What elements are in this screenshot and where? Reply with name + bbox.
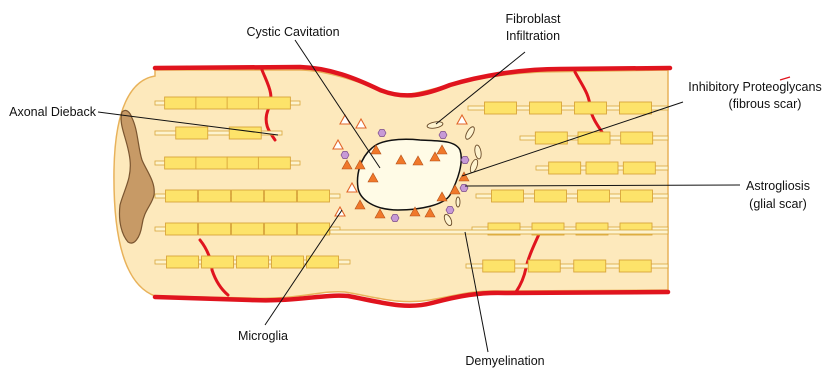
- myelin-sheath: [483, 260, 515, 272]
- myelin-sheath: [232, 190, 264, 202]
- myelin-sheath: [586, 162, 618, 174]
- myelin-sheath: [485, 102, 517, 114]
- myelin-sheath: [258, 157, 290, 169]
- label-proteoglycans-line2: (fibrous scar): [729, 97, 802, 111]
- myelin-sheath: [199, 223, 231, 235]
- myelin-sheath: [229, 127, 261, 139]
- astrocyte-hexagon: [439, 132, 447, 139]
- myelin-sheath: [176, 127, 208, 139]
- myelin-sheath: [196, 97, 228, 109]
- myelin-sheath: [196, 157, 228, 169]
- astrocyte-hexagon: [461, 157, 469, 164]
- myelin-sheath: [265, 223, 297, 235]
- myelin-sheath: [492, 190, 524, 202]
- myelin-sheath: [530, 102, 562, 114]
- astrocyte-hexagon: [341, 152, 349, 159]
- myelin-sheath: [227, 97, 259, 109]
- myelin-sheath: [298, 223, 330, 235]
- myelin-sheath: [620, 102, 652, 114]
- myelin-sheath: [272, 256, 304, 268]
- myelin-sheath: [578, 132, 610, 144]
- label-proteoglycans-line1: Inhibitory Proteoglycans: [688, 80, 821, 94]
- myelin-sheath: [166, 190, 198, 202]
- astrocyte-hexagon: [391, 215, 399, 222]
- myelin-sheath: [549, 162, 581, 174]
- label-fibroblast-line2: Infiltration: [506, 29, 560, 43]
- myelin-sheath: [165, 97, 197, 109]
- myelin-sheath: [574, 260, 606, 272]
- label-astrogliosis-line2: (glial scar): [749, 197, 807, 211]
- label-microglia: Microglia: [238, 329, 288, 343]
- myelin-sheath: [619, 260, 651, 272]
- myelin-sheath: [227, 157, 259, 169]
- myelin-sheath: [202, 256, 234, 268]
- myelin-sheath: [258, 97, 290, 109]
- myelin-sheath: [165, 157, 197, 169]
- myelin-sheath: [528, 260, 560, 272]
- label-astrogliosis-line1: Astrogliosis: [746, 179, 810, 193]
- label-demyelination: Demyelination: [465, 354, 544, 368]
- myelin-sheath: [307, 256, 339, 268]
- label-fibroblast-line1: Fibroblast: [506, 12, 561, 26]
- label-axonal-dieback: Axonal Dieback: [9, 105, 97, 119]
- myelin-sheath: [232, 223, 264, 235]
- fibroblast-ellipse: [456, 197, 460, 207]
- myelin-sheath: [167, 256, 199, 268]
- astrocyte-hexagon: [446, 207, 454, 214]
- myelin-sheath: [623, 162, 655, 174]
- label-cystic-cavitation: Cystic Cavitation: [246, 25, 339, 39]
- myelin-sheath: [575, 102, 607, 114]
- myelin-sheath: [265, 190, 297, 202]
- demyelinated-axon: [330, 230, 668, 234]
- myelin-sheath: [298, 190, 330, 202]
- myelin-sheath: [621, 132, 653, 144]
- myelin-sheath: [535, 190, 567, 202]
- myelin-sheath: [237, 256, 269, 268]
- myelin-sheath: [199, 190, 231, 202]
- myelin-sheath: [166, 223, 198, 235]
- astrocyte-hexagon: [378, 130, 386, 137]
- myelin-sheath: [621, 190, 653, 202]
- myelin-sheath: [578, 190, 610, 202]
